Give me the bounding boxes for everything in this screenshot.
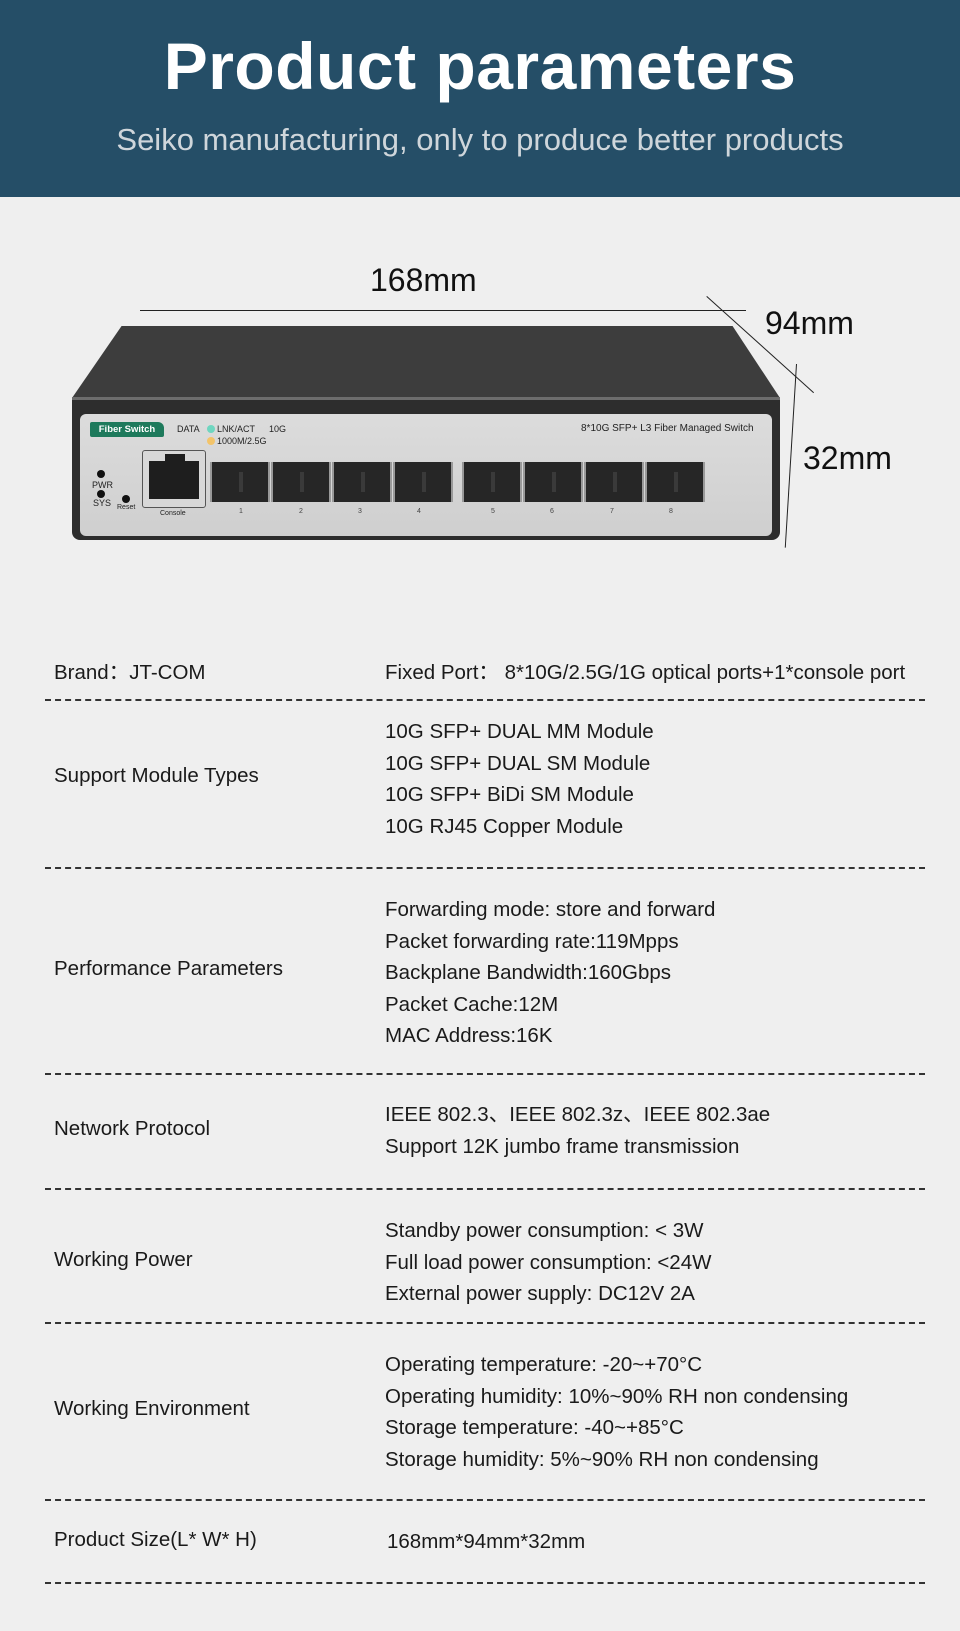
spec-values: Forwarding mode: store and forward Packe… xyxy=(385,894,715,1052)
port-label: 1 xyxy=(239,508,243,515)
spec-values: Standby power consumption: < 3W Full loa… xyxy=(385,1215,711,1310)
spec-label: Performance Parameters xyxy=(54,957,284,980)
fixed-port-value: Fixed Port： 8*10G/2.5G/1G optical ports+… xyxy=(385,661,906,684)
spec-value: Storage temperature: -40~+85°C xyxy=(385,1416,684,1439)
divider xyxy=(45,1073,925,1075)
port-label: 4 xyxy=(417,508,421,515)
reset-label: Reset xyxy=(117,504,136,511)
divider xyxy=(45,1499,925,1501)
rj45-tab-icon xyxy=(165,454,185,464)
spec-value: MAC Address:16K xyxy=(385,1024,553,1047)
divider xyxy=(45,1188,925,1190)
page-subtitle: Seiko manufacturing, only to produce bet… xyxy=(116,122,844,157)
lnk-led-icon xyxy=(207,425,215,433)
spec-value: Operating temperature: -20~+70°C xyxy=(385,1353,703,1376)
spec-label: Working Environment xyxy=(54,1397,250,1420)
speed-led-icon xyxy=(207,437,215,445)
spec-value: Storage humidity: 5%~90% RH non condensi… xyxy=(385,1447,819,1471)
spec-value: 168mm*94mm*32mm xyxy=(387,1530,586,1553)
pwr-label: PWR xyxy=(92,480,113,490)
spec-value: Standby power consumption: < 3W xyxy=(385,1219,704,1242)
pwr-led-icon xyxy=(97,470,105,478)
console-label: Console xyxy=(160,510,186,517)
data-label: DATA xyxy=(177,424,200,434)
sfp-group-1 xyxy=(210,462,454,502)
sys-led-icon xyxy=(97,490,105,498)
spec-label: Working Power xyxy=(54,1248,193,1271)
spec-value: Full load power consumption: <24W xyxy=(385,1250,712,1274)
spec-value: Support 12K jumbo frame transmission xyxy=(385,1134,740,1158)
divider xyxy=(45,867,925,869)
switch-top-cover xyxy=(72,326,780,398)
dimension-line-length xyxy=(140,310,746,311)
brand-label: Brand：JT-COM xyxy=(54,661,206,684)
spec-value: Forwarding mode: store and forward xyxy=(385,898,716,921)
spec-value: 10G SFP+ DUAL SM Module xyxy=(385,751,651,775)
spec-value: 10G RJ45 Copper Module xyxy=(385,814,624,838)
spec-value: IEEE 802.3、IEEE 802.3z、IEEE 802.3ae xyxy=(385,1103,771,1126)
speed-label: 10G xyxy=(269,424,287,434)
spec-value: Packet forwarding rate:119Mpps xyxy=(385,929,679,953)
spec-value: External power supply: DC12V 2A xyxy=(385,1282,695,1305)
spec-value: Backplane Bandwidth:160Gbps xyxy=(385,961,672,984)
dimension-line-height xyxy=(784,363,797,548)
lnk-act-label: LNK/ACT xyxy=(217,424,256,434)
spec-values: 168mm*94mm*32mm xyxy=(387,1526,585,1558)
sys-label: SYS xyxy=(93,498,112,508)
dimension-length: 168mm xyxy=(370,262,477,298)
dimension-height: 32mm xyxy=(803,440,892,476)
divider xyxy=(45,1582,925,1584)
console-port xyxy=(142,450,206,508)
sfp-port-icon xyxy=(462,462,522,502)
divider xyxy=(45,699,925,701)
page-title: Product parameters xyxy=(163,29,797,103)
spec-value: 10G SFP+ DUAL MM Module xyxy=(385,720,654,743)
speed-alt-label: 1000M/2.5G xyxy=(217,436,267,446)
port-label: 3 xyxy=(358,508,362,515)
port-label: 8 xyxy=(669,508,673,515)
spec-values: IEEE 802.3、IEEE 802.3z、IEEE 802.3ae Supp… xyxy=(385,1099,770,1162)
port-label: 6 xyxy=(550,508,554,515)
sfp-port-icon xyxy=(584,462,644,502)
sfp-port-icon xyxy=(645,462,705,502)
sfp-port-icon xyxy=(210,462,270,502)
model-label: 8*10G SFP+ L3 Fiber Managed Switch xyxy=(581,423,754,434)
spec-value: 10G SFP+ BiDi SM Module xyxy=(385,783,634,806)
rj45-socket-icon xyxy=(149,461,199,499)
port-label: 5 xyxy=(491,508,495,515)
spec-label: Product Size(L* W* H) xyxy=(54,1528,257,1551)
spec-value: Packet Cache:12M xyxy=(385,992,559,1016)
spec-values: Operating temperature: -20~+70°C Operati… xyxy=(385,1349,848,1475)
spec-values: 10G SFP+ DUAL MM Module 10G SFP+ DUAL SM… xyxy=(385,716,654,842)
port-label: 2 xyxy=(299,508,303,515)
header-banner: Product parameters Seiko manufacturing, … xyxy=(0,0,960,197)
sfp-port-icon xyxy=(393,462,453,502)
spec-label: Support Module Types xyxy=(54,764,259,787)
sfp-group-2 xyxy=(462,462,706,502)
sfp-port-icon xyxy=(271,462,331,502)
sfp-port-icon xyxy=(523,462,583,502)
port-label: 7 xyxy=(610,508,614,515)
switch-faceplate: Fiber Switch DATA LNK/ACT 10G 1000M/2.5G… xyxy=(80,414,772,536)
reset-button xyxy=(122,495,130,503)
divider xyxy=(45,1322,925,1324)
fiber-switch-badge: Fiber Switch xyxy=(90,422,164,437)
sfp-port-icon xyxy=(332,462,392,502)
spec-value: Operating humidity: 10%~90% RH non conde… xyxy=(385,1384,849,1408)
dimension-width: 94mm xyxy=(765,305,854,341)
spec-label: Network Protocol xyxy=(54,1117,211,1140)
